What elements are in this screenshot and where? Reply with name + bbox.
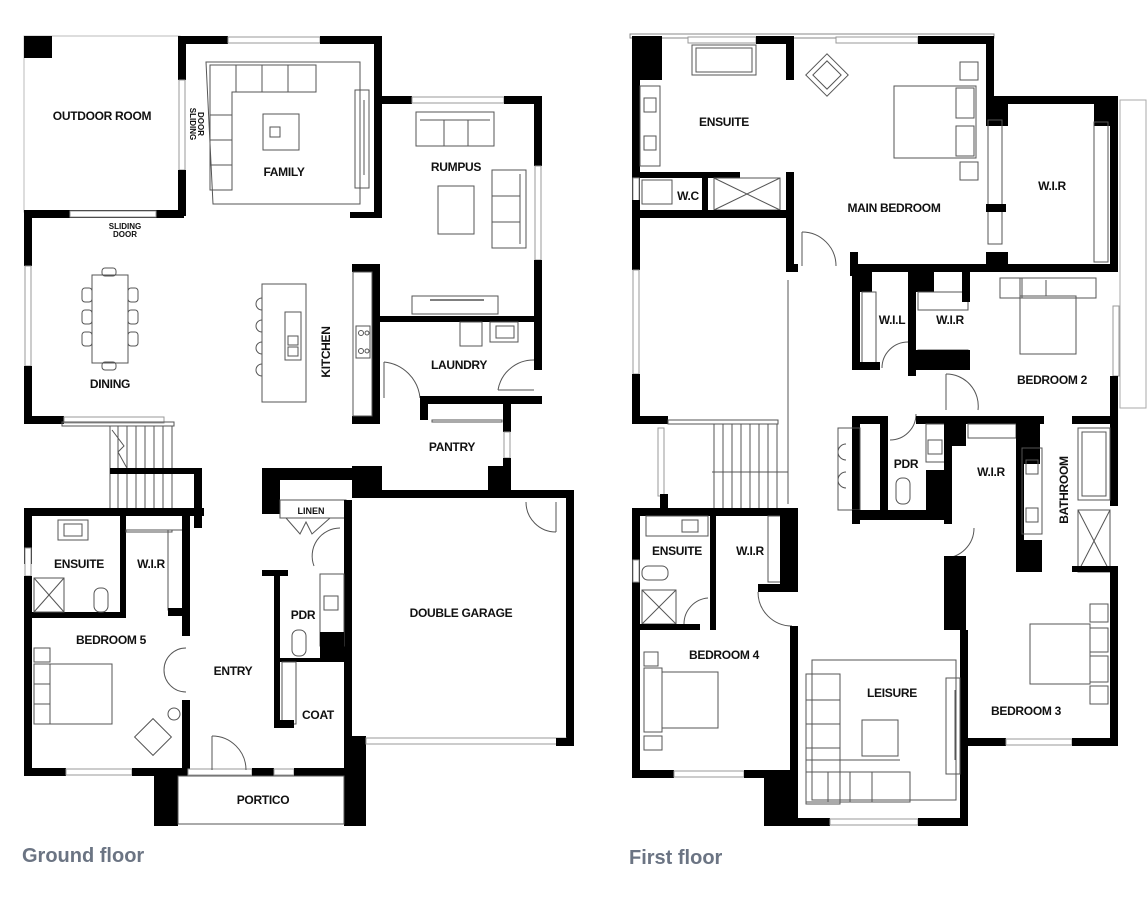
room-label-kitchen: KITCHEN (319, 326, 333, 377)
room-label-main-bedroom: MAIN BEDROOM (847, 201, 940, 215)
room-label-dining: DINING (90, 377, 130, 391)
room-label-bedroom3: BEDROOM 3 (991, 704, 1062, 718)
first-floor-title: First floor (629, 847, 723, 869)
family-sliding-door-label-line1: SLIDING (188, 108, 197, 140)
room-label-wir-bed3: W.I.R (977, 465, 1005, 479)
first-floor-plan (629, 33, 1147, 826)
room-label-pantry: PANTRY (429, 440, 475, 454)
room-label-rumpus: RUMPUS (431, 160, 481, 174)
room-label-linen: LINEN (298, 506, 325, 516)
room-label-bedroom2: BEDROOM 2 (1017, 373, 1088, 387)
room-label-bedroom4: BEDROOM 4 (689, 648, 760, 662)
room-label-pdr-first: PDR (894, 457, 919, 471)
room-label-family: FAMILY (263, 165, 304, 179)
first-floor-labels: ENSUITE W.C MAIN BEDROOM W.I.R W.I.L W.I… (652, 115, 1088, 718)
ground-floor-plan (23, 35, 574, 826)
stair-treads-first (713, 424, 778, 508)
room-label-portico: PORTICO (237, 793, 290, 807)
room-label-ensuite-main: ENSUITE (699, 115, 749, 129)
room-label-ensuite: ENSUITE (54, 557, 104, 571)
ground-floor-labels: OUTDOOR ROOM FAMILY RUMPUS DINING KITCHE… (53, 108, 513, 807)
sliding-door-label-line1: SLIDING (109, 222, 141, 231)
room-label-ensuite-bed4: ENSUITE (652, 544, 702, 558)
room-label-wir-bed2: W.I.R (936, 313, 964, 327)
room-label-entry: ENTRY (214, 664, 253, 678)
room-label-wil: W.I.L (879, 313, 906, 327)
sliding-door-label-line2: DOOR (113, 230, 137, 239)
ground-floor-title: Ground floor (22, 845, 145, 867)
family-sliding-door-label-line2: DOOR (196, 112, 205, 136)
room-label-pdr: PDR (291, 608, 316, 622)
room-label-outdoor-room: OUTDOOR ROOM (53, 109, 152, 123)
room-label-wir-bed4: W.I.R (736, 544, 764, 558)
room-label-wc: W.C (677, 189, 699, 203)
room-label-bathroom: BATHROOM (1057, 456, 1071, 524)
room-label-bedroom5: BEDROOM 5 (76, 633, 147, 647)
room-label-leisure: LEISURE (867, 686, 917, 700)
room-label-laundry: LAUNDRY (431, 358, 487, 372)
room-label-wir: W.I.R (137, 557, 165, 571)
room-label-double-garage: DOUBLE GARAGE (410, 606, 513, 620)
room-label-coat: COAT (302, 708, 335, 722)
room-label-wir-main: W.I.R (1038, 179, 1066, 193)
